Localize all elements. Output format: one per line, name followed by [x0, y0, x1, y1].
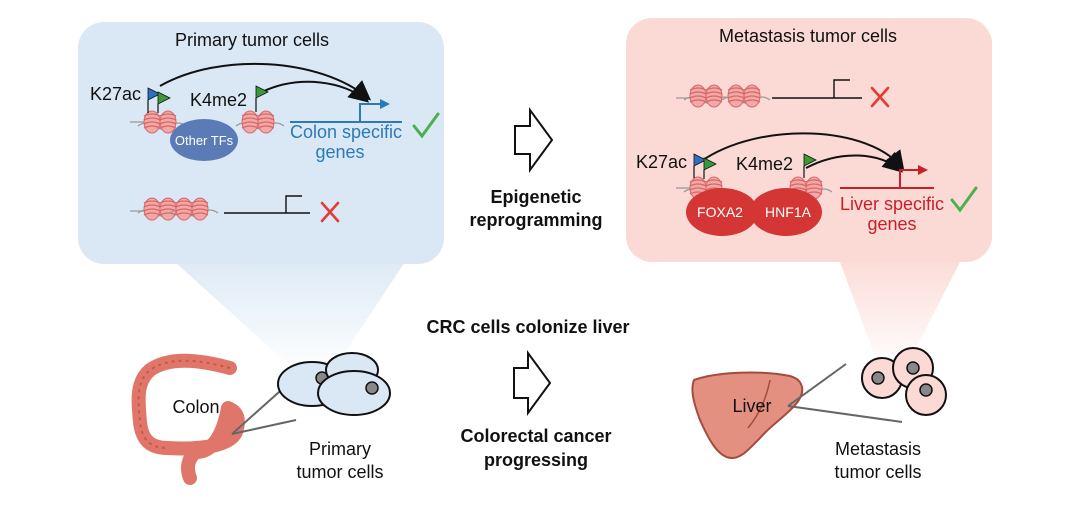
reprogramming-arrow-icon: [514, 106, 554, 174]
liver-illustration: [691, 371, 804, 460]
primary-tumor-panel: Primary tumor cells K27ac K4me2 Other TF…: [78, 22, 444, 264]
foxa2-label: FOXA2: [697, 204, 743, 220]
metastasis-k4me2-label: K4me2: [736, 154, 793, 174]
k27ac-flag-icon: [147, 87, 171, 113]
progress-arrow-icon: [513, 349, 552, 417]
check-icon: [950, 186, 978, 213]
cross-icon: [870, 86, 890, 108]
colon-genes-label-line2: genes: [315, 142, 364, 162]
reprogramming-label-line2: reprogramming: [469, 210, 602, 230]
reprogramming-label-line1: Epigenetic: [490, 187, 581, 207]
other-tfs-label: Other TFs: [175, 133, 234, 148]
liver-label: Liver: [732, 396, 771, 416]
metastasis-k27ac-label: K27ac: [636, 152, 687, 172]
metastasis-tumor-panel: Metastasis tumor cells K27ac K4me2: [626, 18, 992, 262]
colonize-label: CRC cells colonize liver: [426, 317, 629, 337]
colon-genes-label-line1: Colon specific: [290, 122, 402, 142]
primary-cells-label-line1: Primary: [309, 439, 371, 459]
metastasis-fade-region: [840, 262, 960, 370]
colon-illustration: [131, 353, 245, 485]
primary-fade-region: [175, 262, 405, 375]
foxa2-blob: [686, 188, 758, 236]
metastasis-cells-label-line2: tumor cells: [834, 462, 921, 482]
hnf1a-blob: [750, 188, 822, 236]
metastasis-cells-label-line1: Metastasis: [835, 439, 921, 459]
cross-icon: [320, 201, 340, 223]
liver-genes-label-line1: Liver specific: [840, 194, 944, 214]
primary-panel-title: Primary tumor cells: [175, 30, 329, 50]
k4me2-flag-icon: [255, 85, 269, 112]
hnf1a-label: HNF1A: [765, 204, 812, 220]
primary-cells-illustration: [277, 352, 391, 416]
check-icon: [412, 112, 440, 139]
metastasis-cells-illustration: [861, 347, 947, 416]
liver-genes-label-line2: genes: [867, 214, 916, 234]
progress-label-line1: Colorectal cancer: [460, 426, 611, 446]
progress-label-line2: progressing: [484, 450, 588, 470]
other-tfs-blob: [170, 119, 238, 161]
primary-cells-label-line2: tumor cells: [296, 462, 383, 482]
k4me2-flag-icon: [803, 153, 817, 178]
primary-k27ac-label: K27ac: [90, 84, 141, 104]
colon-label: Colon: [172, 397, 219, 417]
k27ac-flag-icon: [693, 153, 717, 179]
metastasis-panel-title: Metastasis tumor cells: [719, 26, 897, 46]
primary-k4me2-label: K4me2: [190, 90, 247, 110]
